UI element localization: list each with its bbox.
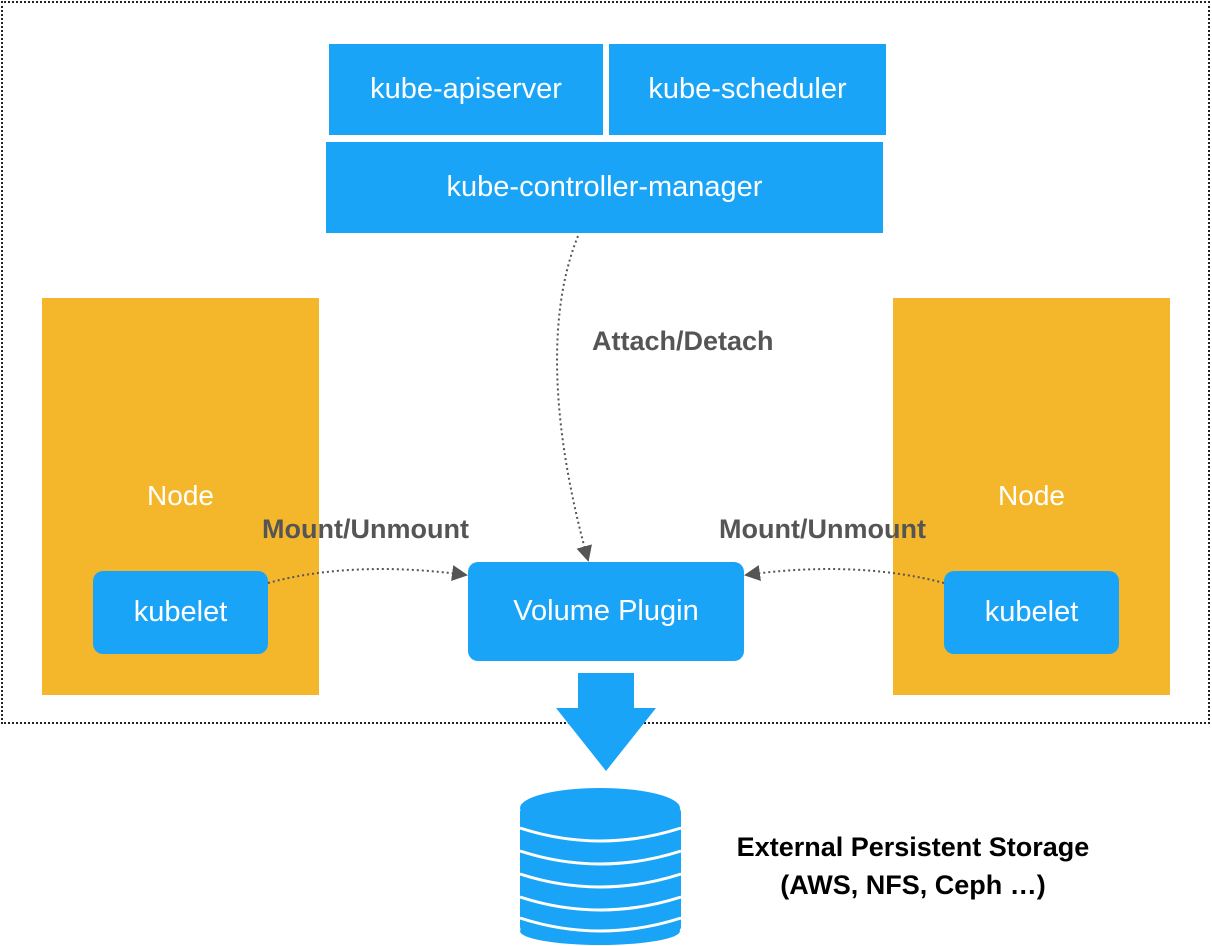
node-left-label: Node: [147, 480, 214, 511]
volume-plugin-box[interactable]: Volume Plugin: [468, 562, 744, 661]
external-storage-providers: (AWS, NFS, Ceph …): [780, 870, 1046, 900]
kubelet-left[interactable]: kubelet: [93, 571, 268, 654]
kube-scheduler-label: kube-scheduler: [648, 73, 847, 105]
kubelet-right-label: kubelet: [984, 596, 1079, 628]
kube-apiserver-label: kube-apiserver: [370, 73, 562, 105]
attach-detach-edge: [556, 235, 592, 562]
volume-plugin-label: Volume Plugin: [513, 595, 699, 627]
mount-unmount-left-label: Mount/Unmount: [262, 514, 469, 544]
kube-scheduler-box[interactable]: kube-scheduler: [609, 44, 886, 135]
node-right-label: Node: [998, 480, 1065, 511]
kube-controller-manager-box[interactable]: kube-controller-manager: [326, 142, 883, 233]
mount-unmount-right-label: Mount/Unmount: [719, 514, 926, 544]
external-storage-label: External Persistent Storage (AWS, NFS, C…: [713, 828, 1113, 904]
down-arrow-icon: [556, 673, 656, 771]
kubelet-right[interactable]: kubelet: [944, 571, 1119, 654]
kube-controller-manager-label: kube-controller-manager: [446, 171, 763, 203]
attach-detach-label: Attach/Detach: [592, 326, 774, 356]
external-storage-title: External Persistent Storage: [736, 832, 1090, 862]
database-icon: [519, 788, 682, 945]
kube-apiserver-box[interactable]: kube-apiserver: [329, 44, 603, 135]
mount-unmount-right-edge: [744, 565, 945, 584]
kubelet-left-label: kubelet: [133, 596, 228, 628]
mount-unmount-left-edge: [267, 565, 468, 584]
